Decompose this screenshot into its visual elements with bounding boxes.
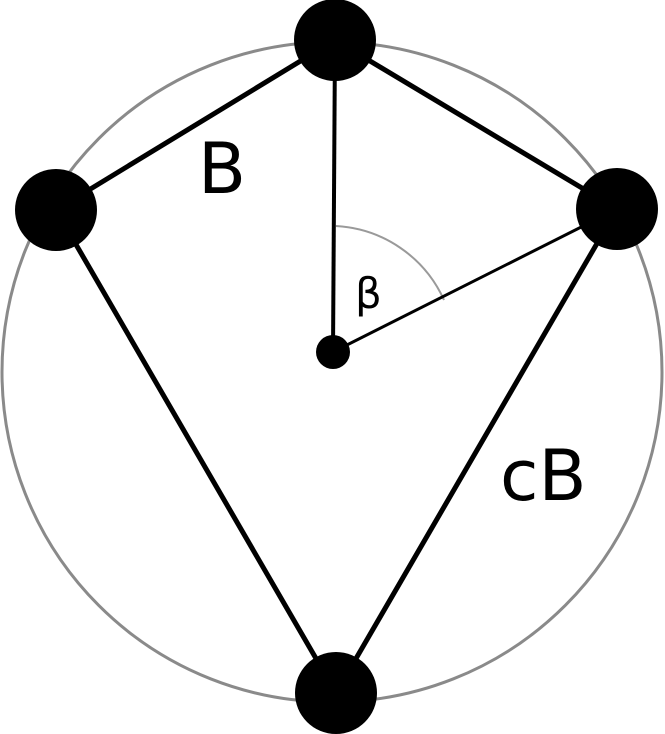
radius-to-top [331,39,337,353]
angle-beta-arc [335,225,445,301]
label-side-b: B [198,128,246,210]
side-right-bottom [333,207,620,695]
vertex-top [294,0,376,81]
center-point [316,335,350,369]
side-top-right [333,37,619,212]
radius-to-right [332,207,618,354]
circumcircle [0,40,664,704]
vertex-left [15,169,97,251]
vertex-right [576,168,658,250]
side-bottom-left [53,208,339,695]
side-left-top [54,37,337,213]
label-angle-beta: β [355,269,382,318]
vertex-bottom [295,652,377,734]
label-side-cb: cB [500,435,587,517]
